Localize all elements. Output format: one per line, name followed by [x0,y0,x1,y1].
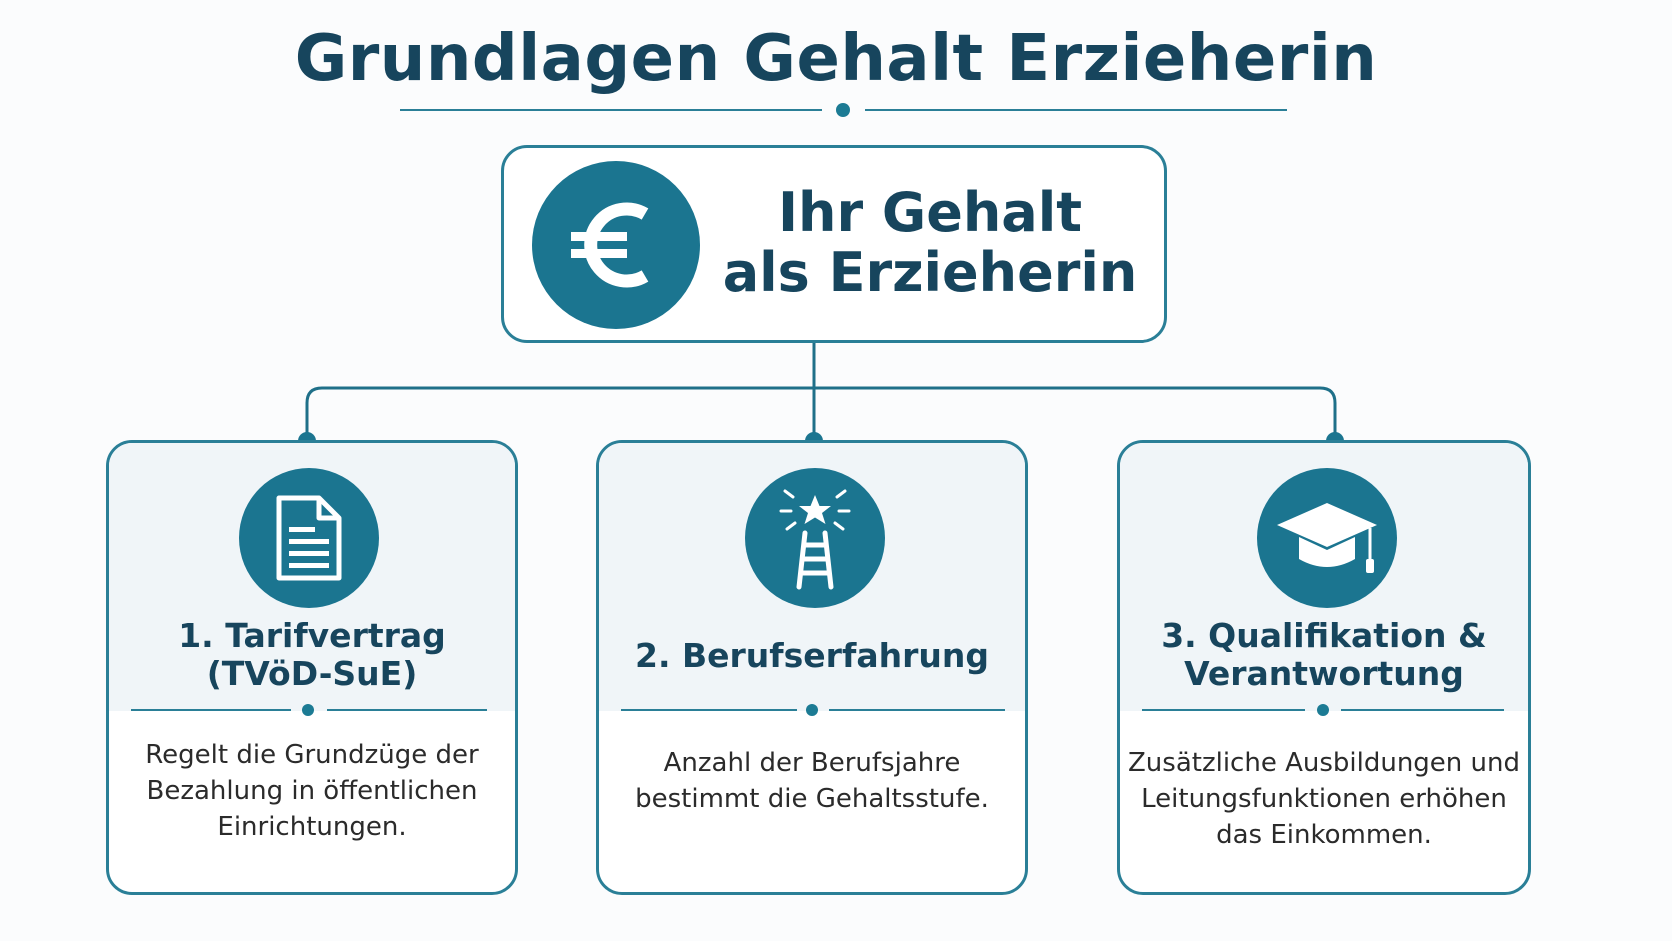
card-description-line1: Regelt die Grundzüge der [145,740,479,770]
card-description-line3: das Einkommen. [1216,820,1432,850]
card-description: Zusätzliche Ausbildungen und Leitungsfun… [1120,745,1528,853]
page-title: Grundlagen Gehalt Erzieherin [294,22,1378,96]
card-description-line2: bestimmt die Gehaltsstufe. [635,784,989,814]
euro-icon [532,161,700,329]
card-title: 1. Tarifvertrag (TVöD-SuE) [109,617,515,693]
card-tarifvertrag: 1. Tarifvertrag (TVöD-SuE) Regelt die Gr… [106,440,518,895]
card-divider-right [829,709,1005,711]
card-title-line2: (TVöD-SuE) [206,654,418,693]
card-divider-left [621,709,797,711]
center-label: Ihr Gehalt als Erzieherin [720,183,1140,303]
card-description-line1: Anzahl der Berufsjahre [663,748,961,778]
center-label-line2: als Erzieherin [722,241,1138,304]
card-berufserfahrung: 2. Berufserfahrung Anzahl der Berufsjahr… [596,440,1028,895]
card-title-line1: 2. Berufserfahrung [635,636,989,675]
card-divider-dot [302,704,314,716]
document-icon [239,468,379,608]
title-divider-dot [836,103,850,117]
card-divider-left [131,709,291,711]
card-divider-left [1142,709,1305,711]
graduation-cap-icon [1257,468,1397,608]
card-title: 3. Qualifikation & Verantwortung [1120,617,1528,693]
card-title-line1: 1. Tarifvertrag [178,616,446,655]
card-description: Regelt die Grundzüge der Bezahlung in öf… [109,737,515,845]
card-divider-right [1341,709,1504,711]
card-title-line2: Verantwortung [1184,654,1464,693]
card-divider-dot [1317,704,1329,716]
card-divider-dot [806,704,818,716]
card-description-line2: Leitungsfunktionen erhöhen [1141,784,1507,814]
title-divider-left [400,109,822,111]
title-divider-right [865,109,1287,111]
card-title: 2. Berufserfahrung [599,637,1025,675]
card-qualifikation: 3. Qualifikation & Verantwortung Zusätzl… [1117,440,1531,895]
card-description-line3: Einrichtungen. [217,812,407,842]
card-title-line1: 3. Qualifikation & [1161,616,1487,655]
ladder-star-icon [745,468,885,608]
card-description-line1: Zusätzliche Ausbildungen und [1127,748,1521,778]
card-description-line2: Bezahlung in öffentlichen [146,776,478,806]
card-divider-right [327,709,487,711]
card-description: Anzahl der Berufsjahre bestimmt die Geha… [599,745,1025,817]
center-label-line1: Ihr Gehalt [777,181,1083,244]
